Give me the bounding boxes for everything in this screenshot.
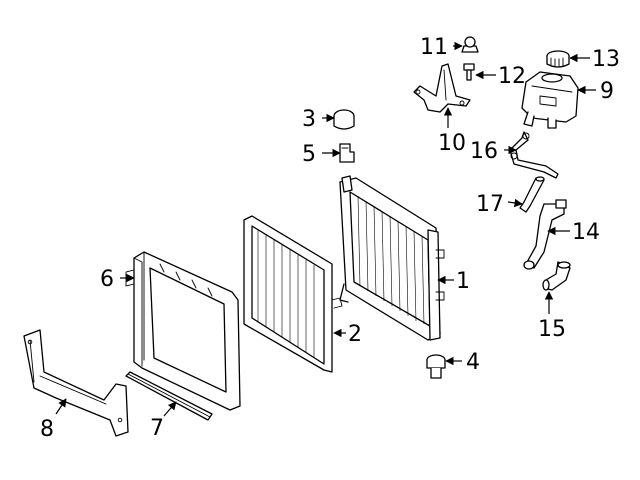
leader-17 bbox=[507, 198, 523, 208]
part-16-hose bbox=[509, 131, 559, 179]
leader-lines bbox=[55, 41, 596, 417]
callout-12: 12 bbox=[498, 64, 526, 89]
callout-11: 11 bbox=[420, 35, 448, 60]
callout-13: 13 bbox=[592, 47, 620, 72]
part-8-lower-bracket bbox=[23, 329, 129, 437]
callout-2: 2 bbox=[348, 322, 362, 347]
callout-9: 9 bbox=[600, 79, 614, 104]
callout-5: 5 bbox=[302, 142, 316, 167]
part-1-radiator bbox=[339, 175, 445, 341]
callout-7: 7 bbox=[150, 416, 164, 441]
part-4-drain-plug bbox=[426, 354, 446, 379]
callout-17: 17 bbox=[476, 192, 504, 217]
part-11-nut bbox=[461, 36, 479, 53]
part-15-elbow-hose bbox=[542, 261, 571, 291]
callout-1: 1 bbox=[456, 269, 470, 294]
part-3-grommet bbox=[333, 109, 355, 130]
callout-15: 15 bbox=[538, 317, 566, 342]
callout-6: 6 bbox=[100, 267, 114, 292]
callout-3: 3 bbox=[302, 107, 316, 132]
part-13-reservoir-cap bbox=[546, 50, 570, 68]
part-5-clip bbox=[339, 143, 355, 163]
part-10-bracket bbox=[413, 63, 471, 113]
part-14-hose bbox=[523, 199, 567, 270]
part-6-shroud-frame bbox=[125, 251, 241, 411]
callout-4: 4 bbox=[466, 350, 480, 375]
part-17-small-hose bbox=[519, 176, 545, 213]
part-7-seal-strip bbox=[125, 371, 213, 421]
callout-14: 14 bbox=[572, 220, 600, 245]
callout-16: 16 bbox=[470, 139, 498, 164]
callout-labels: 1 2 3 4 5 6 7 8 9 10 11 12 13 14 15 16 1… bbox=[40, 35, 620, 442]
leader-8 bbox=[55, 398, 67, 415]
leader-7 bbox=[163, 401, 177, 417]
part-12-bolt bbox=[463, 63, 475, 81]
part-2-condenser bbox=[243, 215, 343, 373]
callout-8: 8 bbox=[40, 417, 54, 442]
part-9-expansion-tank bbox=[521, 71, 579, 129]
callout-10: 10 bbox=[438, 131, 466, 156]
